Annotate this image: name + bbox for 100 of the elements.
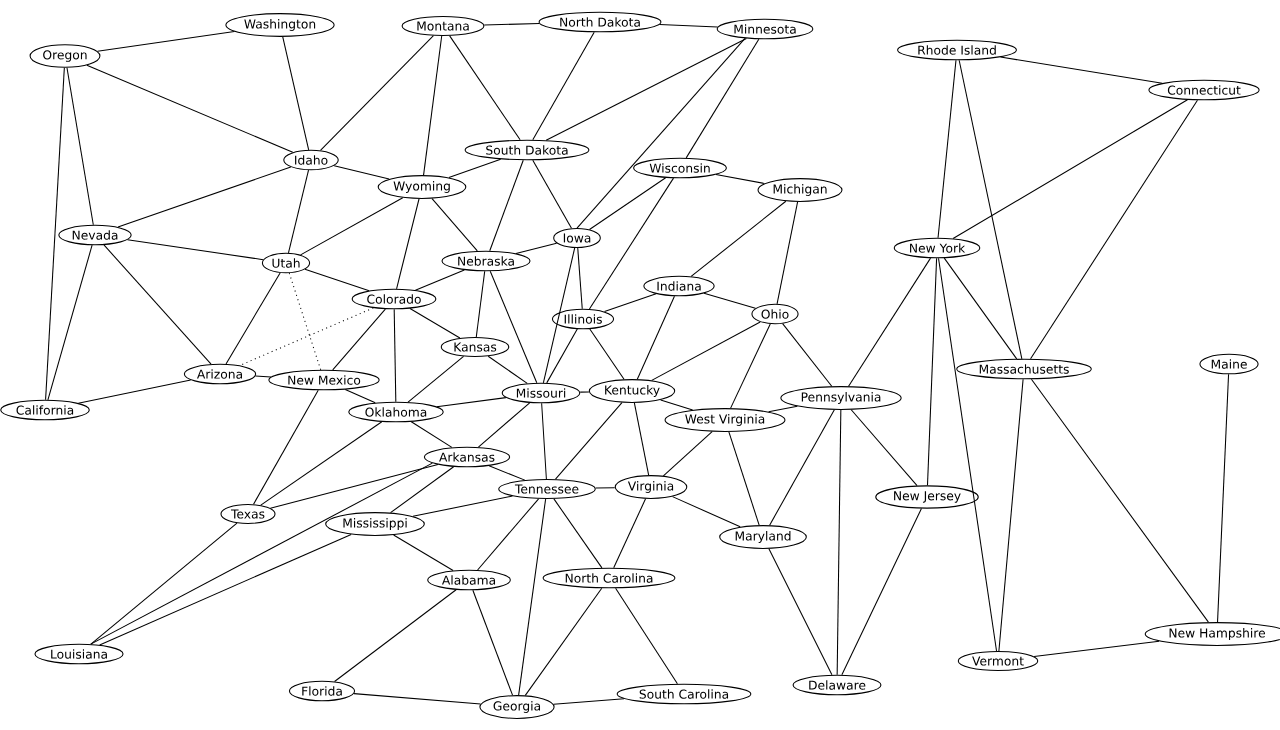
edge-line [472,589,514,696]
edge-line [848,257,932,387]
edge-line [938,257,998,652]
edge-line [269,464,439,509]
edge-line [431,198,478,252]
edge-line [489,159,524,252]
edge-line [477,498,540,571]
edge-line [672,496,741,528]
edge-line [659,24,719,28]
edge-line [260,421,383,506]
edge-line [532,159,572,229]
edge-line [952,99,1188,240]
edge-line [117,166,292,228]
edge-line [393,308,397,403]
edge-line [239,307,374,366]
edge-line [542,247,576,384]
edge-line [436,397,507,408]
edge-line [728,431,760,526]
edge-line [344,388,376,404]
edge-line [545,37,747,141]
edge-line [254,375,272,378]
edge-line [409,307,461,339]
edge-line [782,323,833,387]
edge-line [489,270,538,384]
edge-line [768,405,798,413]
edge-line [1217,373,1230,623]
edge-line [126,239,264,261]
edge-line [77,379,192,404]
edge-line [97,31,235,52]
edge-line [483,23,540,26]
edge-line [488,465,526,481]
edge-line [253,389,319,505]
edge-line [943,257,1018,360]
edge-line [333,165,390,180]
edge-line [615,587,678,685]
edge-line [768,548,833,676]
edge-line [396,198,420,290]
edge-line [288,272,322,371]
edge-line [393,534,454,572]
edge-line [651,321,761,381]
edge-line [319,35,434,151]
edge-line [588,177,667,231]
edge-line [1030,99,1198,360]
edge-line [47,244,93,401]
edge-line [282,36,310,151]
edge-line [1030,378,1209,623]
edge-line [769,409,835,526]
edge-line [487,355,528,384]
edge-line [103,244,212,365]
edge-line [662,431,713,477]
edge-line [730,323,771,409]
edge-line [703,292,756,309]
edge-line [407,355,465,403]
edge-line [776,201,799,305]
edge-line [475,270,486,338]
edge-line [532,31,595,141]
edge-line [633,402,650,476]
edge-line [836,409,842,676]
edge-line [334,589,457,683]
edge-line [660,399,694,411]
edge-line [477,402,531,448]
edge-line [613,498,647,569]
edge-line [579,391,590,393]
edge-line [999,56,1163,84]
edge-line [66,67,94,226]
edge-line [90,522,238,645]
edge-line [414,269,465,291]
edge-line [576,37,746,229]
edge-line [86,64,294,153]
edge-line [99,533,352,646]
edge-line [604,293,657,313]
edge-line [715,174,765,184]
edge-line [553,698,625,705]
edge-line [287,169,310,254]
edge-line [998,378,1024,652]
edge-line [685,38,760,159]
edge-line [448,158,502,179]
edge-line [588,177,674,310]
edge-line [518,498,547,696]
edge-line [546,328,578,384]
edge-line [555,402,623,480]
edge-line [553,498,603,569]
edge-line [595,487,616,489]
edge-line [304,268,370,292]
edge-line [390,466,455,514]
edge-line [1033,640,1160,658]
edge-line [524,587,603,696]
edge-line [589,328,625,380]
edge-line [926,257,938,486]
edge-line [850,409,918,487]
edge-line [958,59,1023,360]
edge-line [225,272,281,365]
edge-line [332,308,386,371]
edge-line [423,35,443,176]
edge-line [515,242,558,254]
edge-line [410,421,453,448]
edge-line [449,35,521,141]
edge-line [577,247,583,310]
edge-line [353,693,482,705]
edge-line [300,197,404,256]
